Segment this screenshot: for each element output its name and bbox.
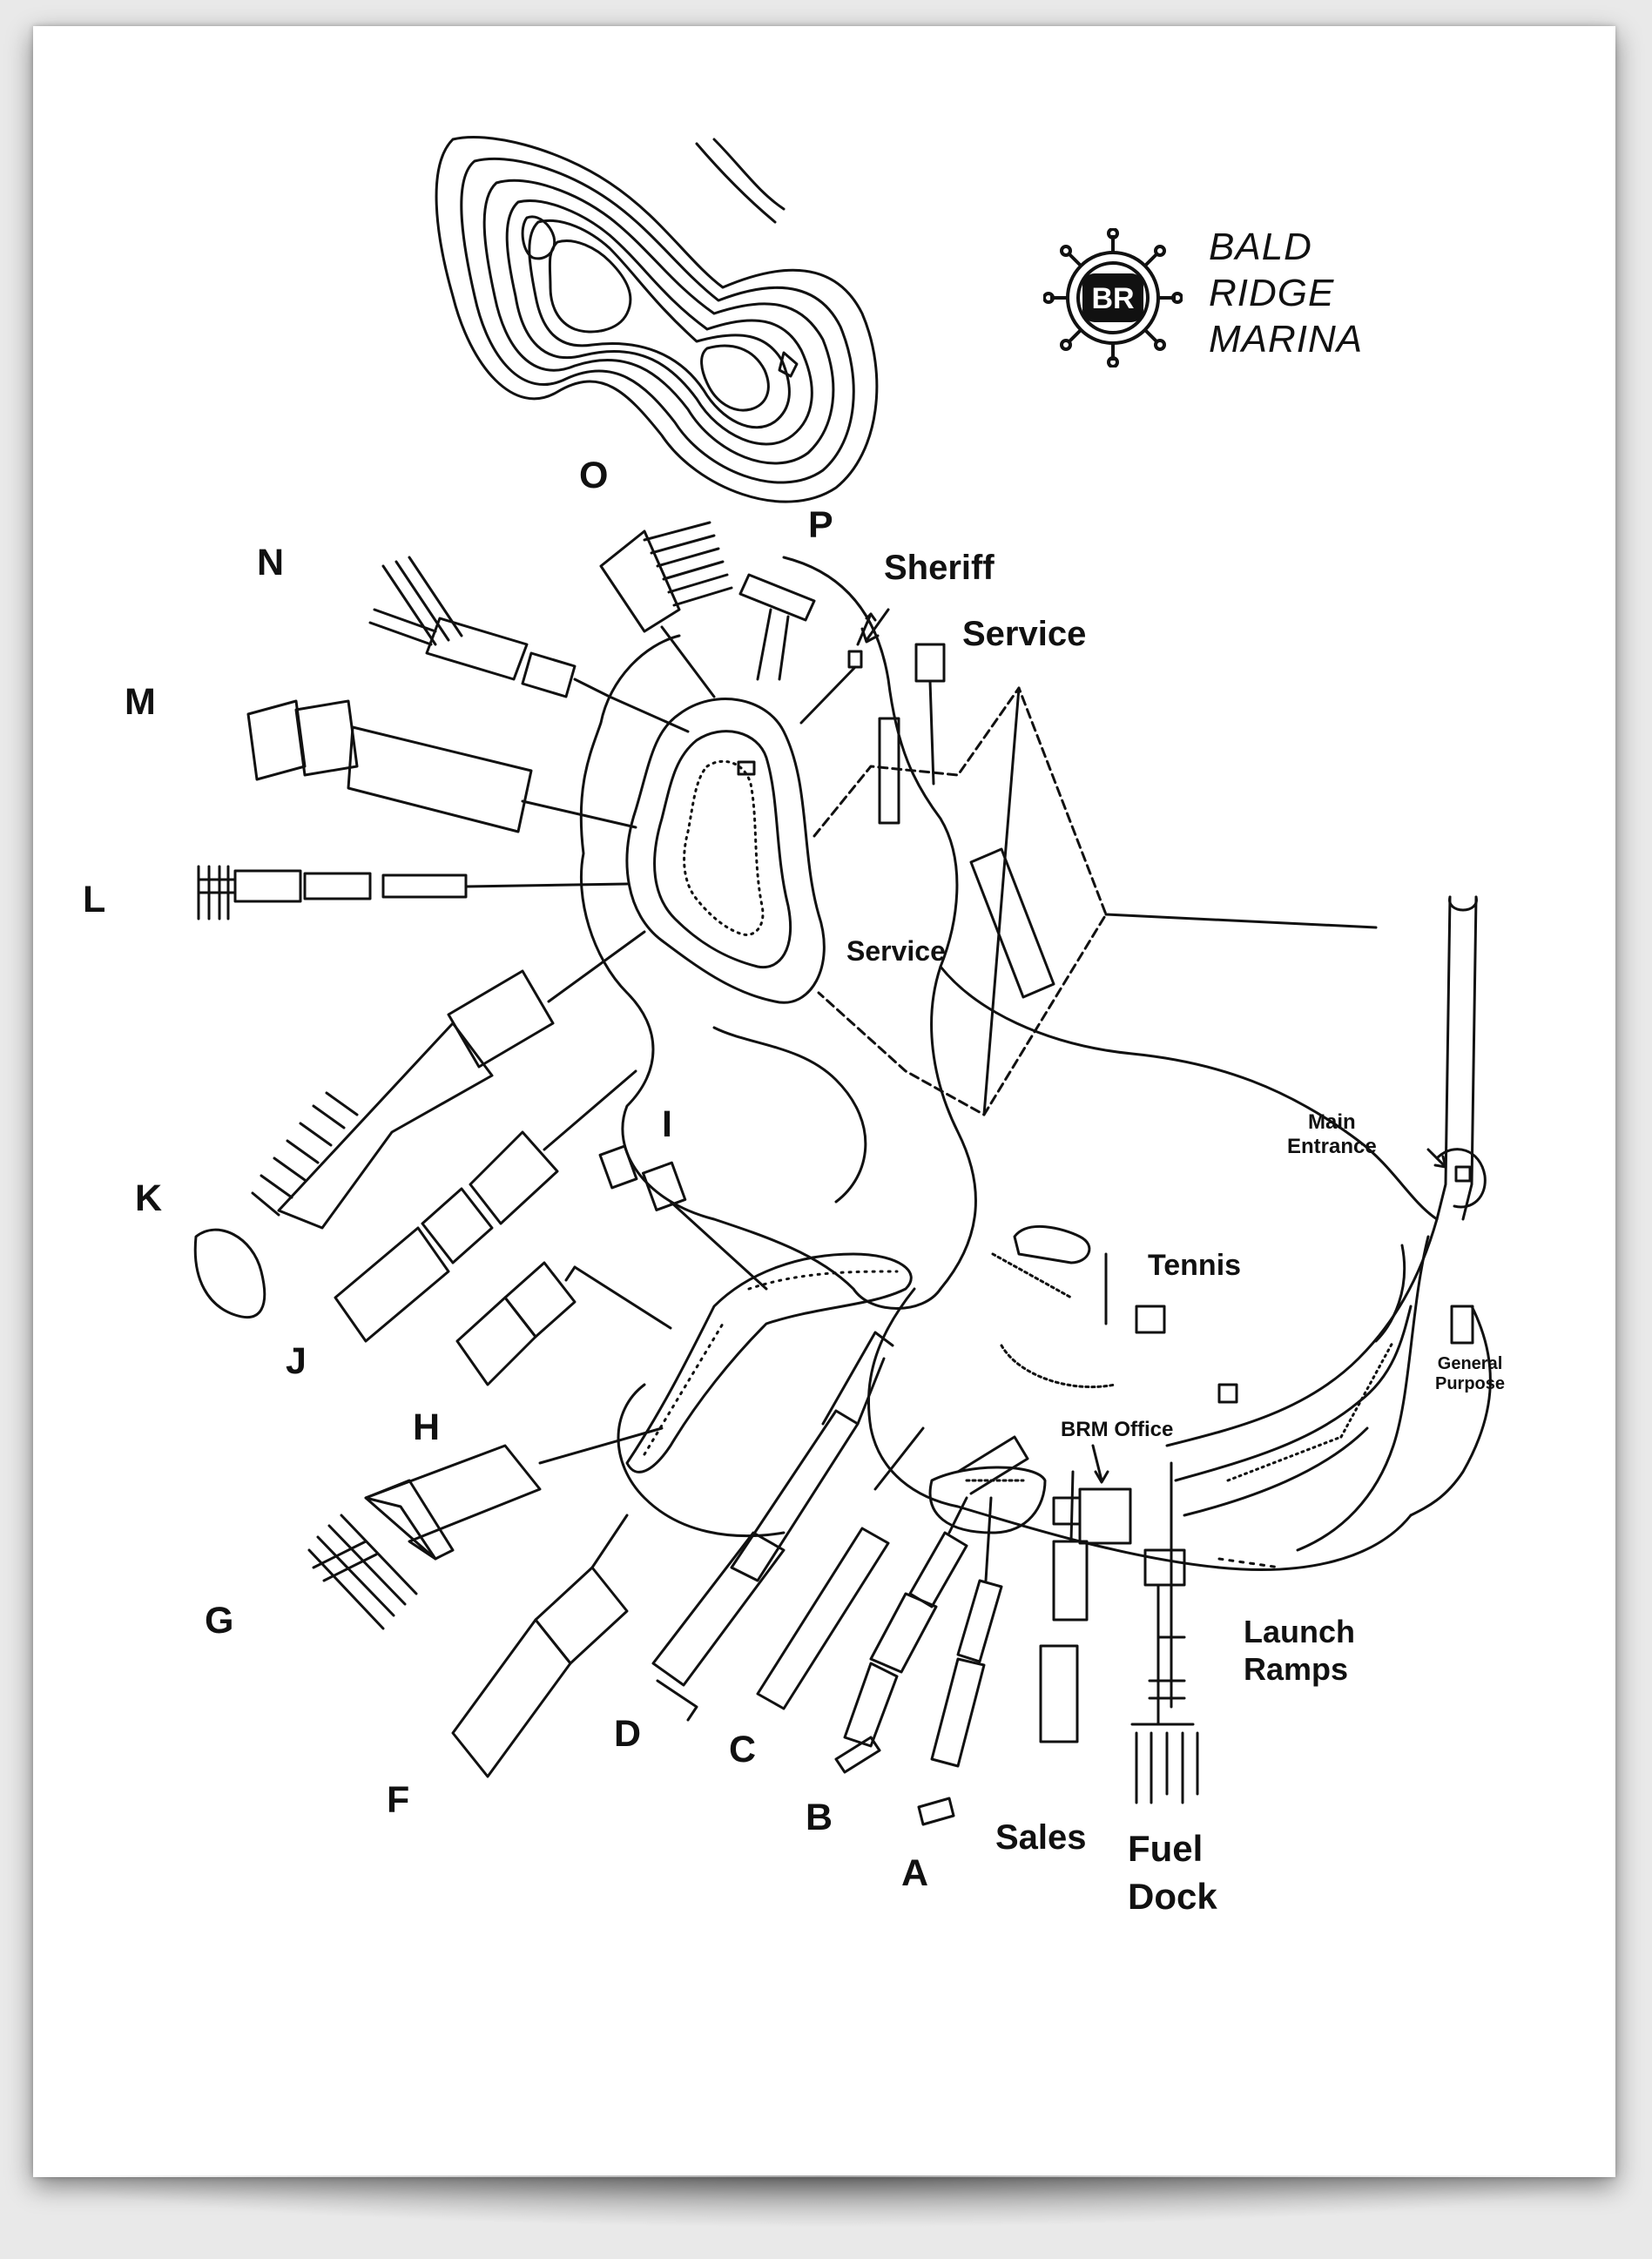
launch-ramps-line-1: Launch [1244,1614,1356,1649]
main-entrance-line-1: Main [1308,1110,1356,1134]
ships-wheel-icon: BR [1042,227,1183,368]
dock-G [307,1426,664,1630]
dock-L [197,865,629,920]
service-line [982,686,1021,1116]
dock-P [738,573,816,681]
logo: BR [1042,227,1183,372]
brand-line-2: RIDGE [1209,271,1335,314]
dock-M [246,699,637,833]
main-entrance-line-2: Entrance [1287,1134,1377,1158]
north-island [625,698,826,1004]
dock-label-B: B [806,1797,833,1838]
dock-label-C: C [729,1729,757,1770]
dock-N [368,556,690,733]
label-service-top: Service [962,615,1087,653]
sheriff-arrow [860,608,890,644]
dock-F [451,1514,629,1778]
label-main-entrance: Main Entrance [1287,1110,1377,1158]
dock-K [193,930,646,1318]
dock-label-N: N [257,542,285,583]
label-sheriff: Sheriff [884,549,995,587]
dock-label-I: I [662,1103,672,1145]
topographic-contours [435,136,879,503]
dock-label-O: O [579,455,609,496]
dock-label-M: M [125,681,156,723]
service-fence [813,686,1108,1116]
dock-label-P: P [808,504,833,546]
label-sales: Sales [995,1818,1087,1857]
fuel-dock-line-1: Fuel [1128,1828,1204,1869]
dock-label-J: J [286,1340,307,1382]
main-entrance [1426,1148,1487,1209]
dock-I [598,1144,768,1291]
general-purpose-line-1: General [1437,1354,1503,1373]
label-fuel-dock: Fuel Dock [1128,1825,1217,1920]
general-purpose-building [1450,1305,1474,1345]
map-sheet [33,26,1615,2177]
brand-name: BALD RIDGE MARINA [1209,225,1363,362]
dock-label-K: K [135,1177,163,1219]
label-general-purpose: General Purpose [1435,1354,1505,1394]
brm-office-area [928,1435,1282,1587]
label-service-mid: Service [846,935,946,967]
dock-O [599,521,733,698]
dock-H [455,1261,672,1386]
logo-text: BR [1091,282,1134,315]
dock-C [756,1331,925,1710]
general-purpose-line-2: Purpose [1435,1374,1506,1393]
dock-D [651,1357,886,1722]
dock-label-H: H [413,1406,441,1448]
dock-label-D: D [614,1713,642,1755]
fuel-dock-line-2: Dock [1128,1875,1217,1917]
brand-line-3: MARINA [1209,317,1364,361]
launch-ramps-area [1174,1244,1413,1517]
label-launch-ramps: Launch Ramps [1244,1613,1355,1688]
dock-sales [1039,1470,1089,1743]
dock-A [917,1496,1003,1826]
property-line [1104,913,1378,929]
service-buildings [799,612,1055,999]
page-shadow [26,2175,1622,2228]
dock-J [334,1069,637,1343]
label-brm-office: BRM Office [1061,1418,1174,1441]
brand-line-1: BALD [1209,226,1312,268]
dock-label-F: F [387,1779,410,1821]
dock-label-L: L [83,879,106,920]
dock-B [834,1496,968,1774]
shoreline [579,556,1492,1571]
label-tennis: Tennis [1148,1249,1242,1282]
south-channel [625,1252,913,1473]
dock-label-G: G [205,1600,234,1642]
tennis-area [991,1224,1238,1404]
launch-ramps-line-2: Ramps [1244,1651,1349,1688]
dock-label-A: A [901,1852,929,1894]
